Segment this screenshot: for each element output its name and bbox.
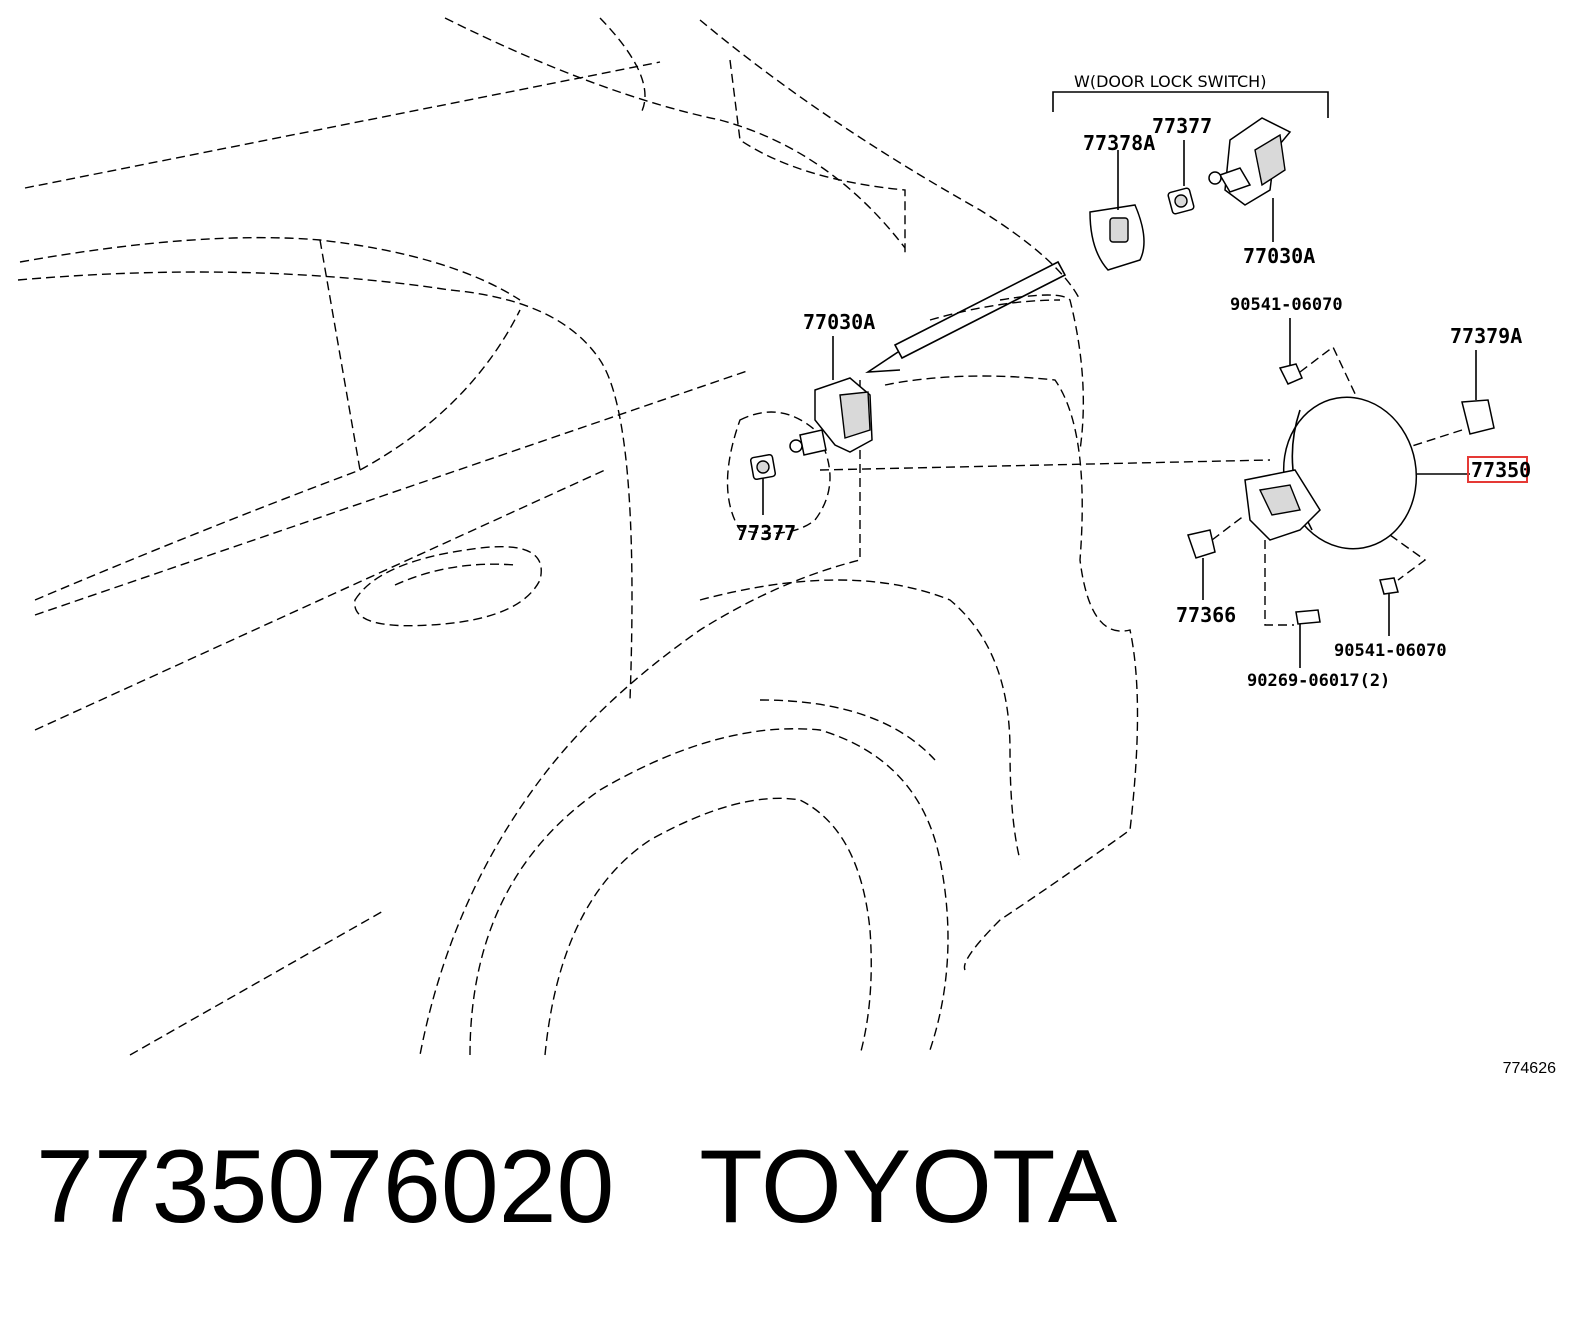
brand-name: TOYOTA [699,1129,1118,1245]
callout-77379A: 77379A [1450,324,1522,348]
callout-77030A-top: 77030A [1243,244,1315,268]
callout-77378A: 77378A [1083,131,1155,155]
fuel-door-lock-actuator-top [1208,117,1292,206]
part-footer: 7735076020 TOYOTA [36,1135,1117,1239]
callout-90541-bottom: 90541-06070 [1334,641,1447,661]
callout-90269: 90269-06017(2) [1247,671,1390,691]
highlight-77350 [1467,456,1528,483]
callout-77377-top: 77377 [1152,114,1212,138]
callout-77366: 77366 [1176,603,1236,627]
callout-77030A-mid: 77030A [803,310,875,334]
fuel-door-lock-actuator-cluster: 77030A 77377 [726,310,1271,545]
fuel-door-cluster: 90541-06070 77379A 77350 77366 90269-060… [1176,295,1531,691]
door-lock-switch-group: W(DOOR LOCK SWITCH) 77378A 77377 77030A [1052,72,1329,271]
part-number: 7735076020 [36,1129,615,1245]
door-lock-switch-label: W(DOOR LOCK SWITCH) [1074,72,1266,91]
callout-77350: 77350 [1471,458,1531,482]
diagram-page-id: 774626 [1502,1060,1556,1077]
fuel-door-parts-diagram: W(DOOR LOCK SWITCH) 77378A 77377 77030A … [17,17,1531,1056]
callout-90541-top: 90541-06070 [1230,295,1343,315]
vehicle-body-outline [17,17,1139,1056]
callout-77377-mid: 77377 [736,521,796,545]
